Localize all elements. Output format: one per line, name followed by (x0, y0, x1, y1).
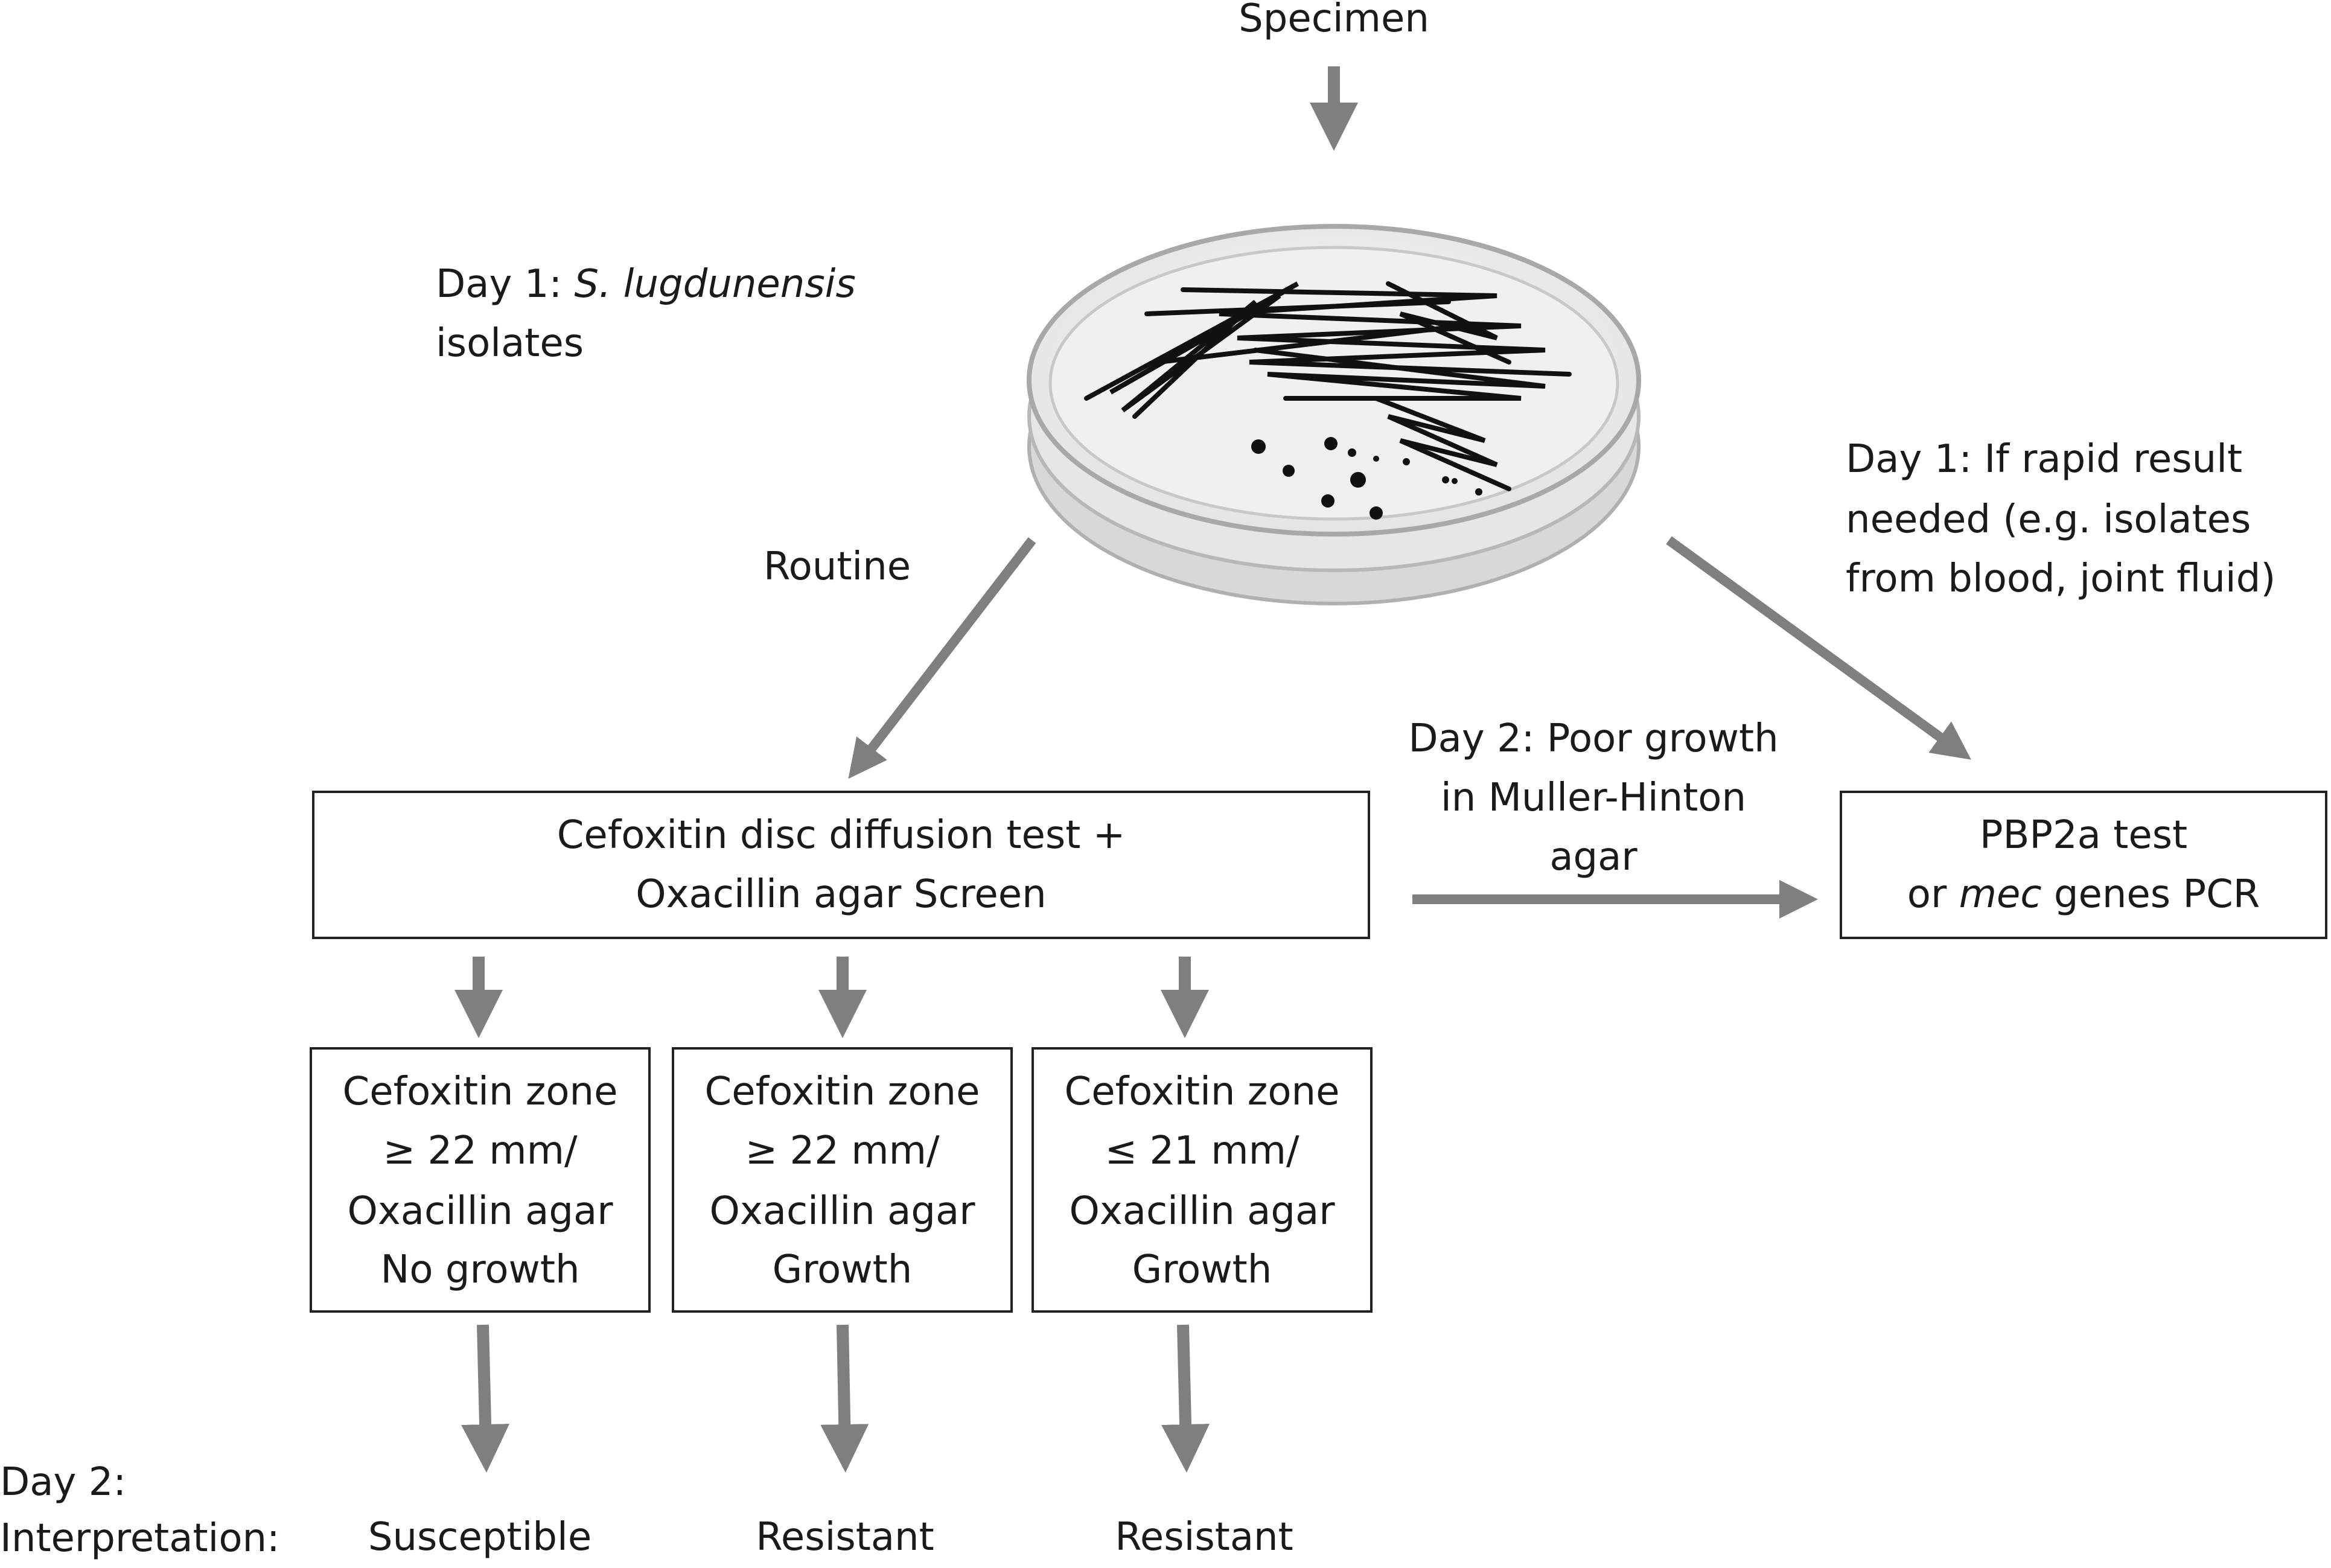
result-box-3-line3: Oxacillin agar (1069, 1189, 1335, 1234)
rapid-label-line3: from blood, joint fluid) (1846, 556, 2276, 601)
routine-label: Routine (764, 544, 911, 589)
interp-arrow-3 (1161, 1324, 1210, 1473)
main-test-box (312, 791, 1370, 939)
result-box-3 (1032, 1047, 1373, 1313)
result-box-1-line4: No growth (380, 1248, 580, 1292)
result-box-2-line1: Cefoxitin zone (704, 1069, 980, 1114)
pbp2a-box (1840, 791, 2327, 939)
result-box-1-line3: Oxacillin agar (347, 1189, 613, 1234)
pbp2a-line1: PBP2a test (1979, 813, 2188, 858)
interpretation-3: Resistant (1115, 1515, 1293, 1560)
poor-growth-line1: Day 2: Poor growth (1408, 716, 1779, 761)
day1-prefix: Day 1: (436, 262, 575, 307)
pbp2a-mec: mec (1959, 872, 2042, 917)
pbp2a-genes-pcr: genes PCR (2041, 872, 2260, 917)
day1-organism: S. lugdunensis (574, 262, 856, 307)
specimen-label: Specimen (1239, 0, 1429, 41)
result-box-3-line2: ≤ 21 mm/ (1105, 1129, 1299, 1173)
interp-arrow-1 (461, 1324, 510, 1473)
result-box-2-line4: Growth (772, 1248, 913, 1292)
poor-growth-line2: in Muller-Hinton (1441, 776, 1746, 820)
main-test-line1: Cefoxitin disc diffusion test + (556, 813, 1126, 858)
pbp2a-line2: or mec genes PCR (1840, 865, 2327, 924)
rapid-label-line2: needed (e.g. isolates (1846, 497, 2251, 542)
routine-arrow (848, 537, 1036, 779)
result-box-1 (310, 1047, 651, 1313)
result-box-2-line3: Oxacillin agar (709, 1189, 975, 1234)
rapid-label-line1: Day 1: If rapid result (1846, 437, 2243, 482)
pbp2a-or: or (1907, 872, 1959, 917)
interpretation-label: Interpretation: (0, 1516, 280, 1561)
interpretation-1: Susceptible (368, 1515, 592, 1560)
day1-isolates-label: isolates (436, 321, 584, 366)
petri-dish-icon (1027, 224, 1641, 605)
result-box-3-line4: Growth (1132, 1248, 1272, 1292)
result-box-1-line2: ≥ 22 mm/ (383, 1129, 578, 1173)
interpretation-day2: Day 2: (0, 1460, 126, 1505)
poor-growth-line3: agar (1549, 835, 1637, 879)
interpretation-2: Resistant (756, 1515, 934, 1560)
interp-arrow-2 (820, 1324, 869, 1473)
main-test-line2: Oxacillin agar Screen (636, 872, 1047, 917)
result-box-2 (672, 1047, 1013, 1313)
result-box-2-line2: ≥ 22 mm/ (745, 1129, 940, 1173)
result-box-3-line1: Cefoxitin zone (1064, 1069, 1340, 1114)
result-box-1-line1: Cefoxitin zone (342, 1069, 618, 1114)
day1-organism-label: Day 1: S. lugdunensis (436, 255, 856, 314)
rapid-arrow (1666, 536, 1971, 760)
